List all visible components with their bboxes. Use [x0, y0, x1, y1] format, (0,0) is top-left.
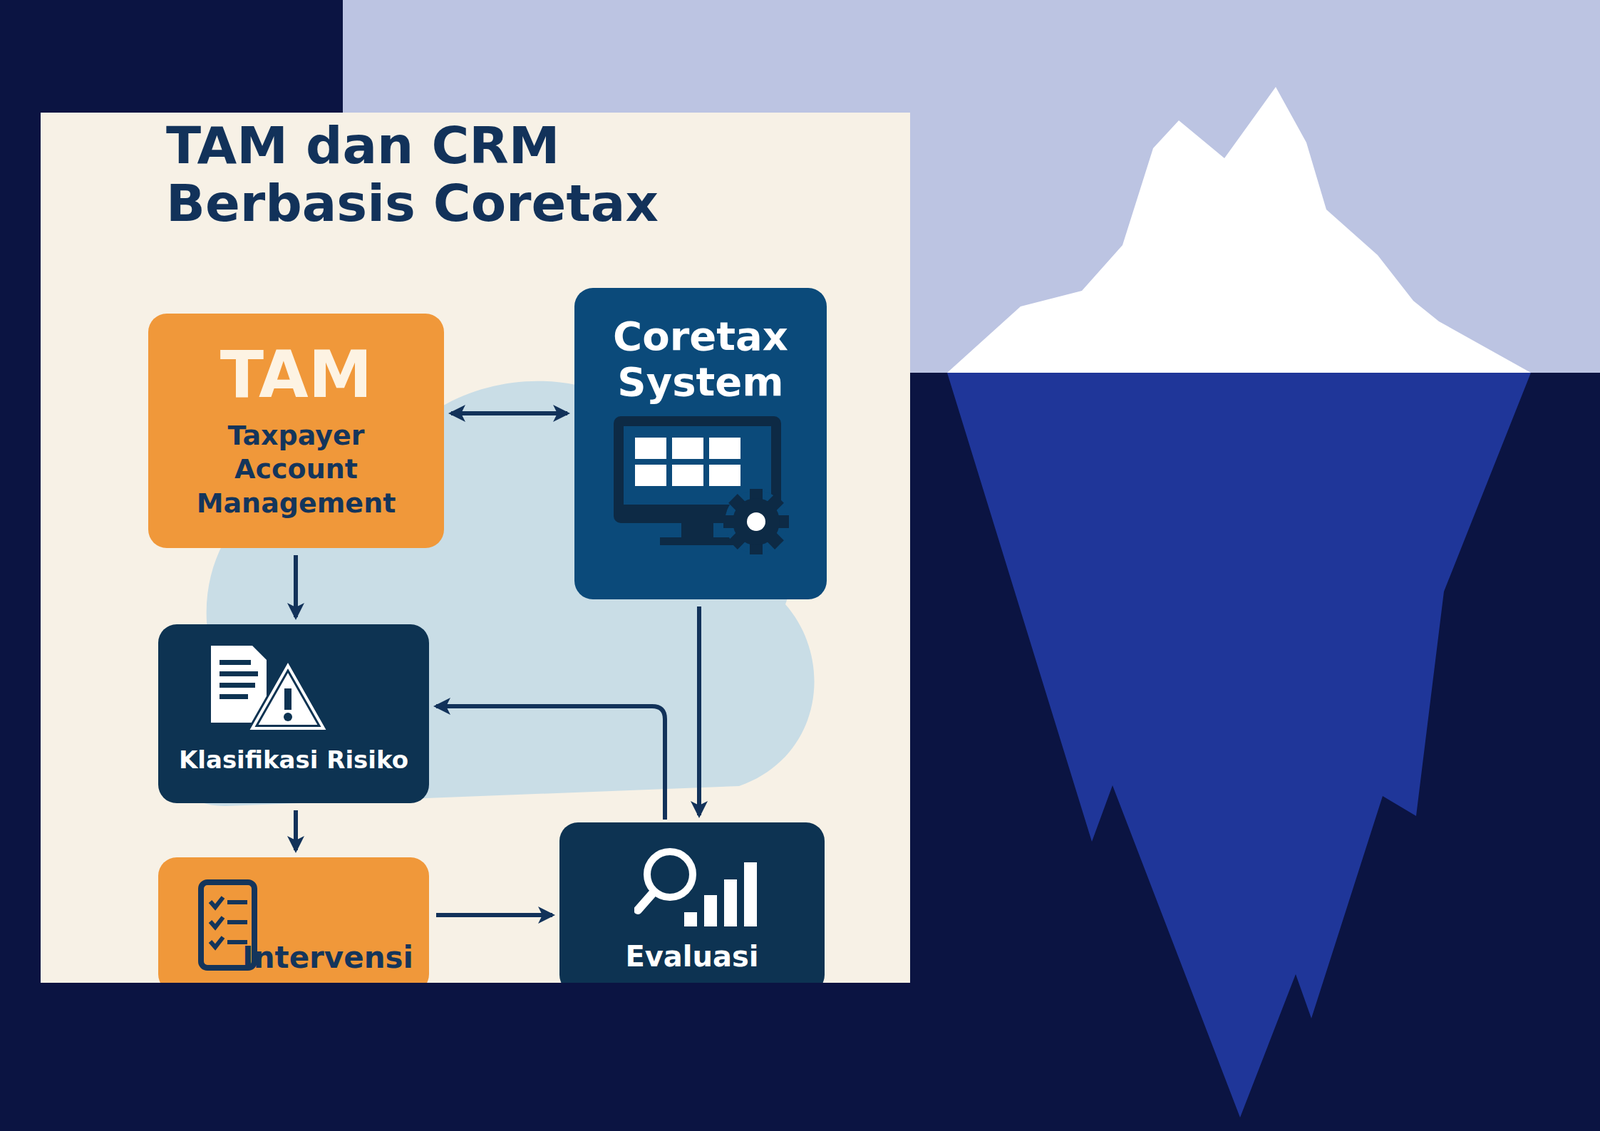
tam-box: TAM Taxpayer Account Management [148, 313, 445, 549]
flow-arrow [293, 555, 298, 618]
flow-arrow [451, 411, 568, 416]
node-label: Klasifikasi Risiko [178, 745, 409, 775]
diagram-title: TAM dan CRM Berbasis Coretax [166, 116, 708, 232]
node-label: Coretax System [588, 313, 813, 406]
document-warning-icon [209, 644, 338, 741]
evaluation-box: Evaluasi [559, 822, 825, 983]
diagram-panel: TAM dan CRM Berbasis Coretax TAM Taxpayer… [40, 112, 911, 983]
flow-arrow [293, 810, 298, 851]
node-label: TAM [220, 341, 373, 410]
node-label: Evaluasi [625, 939, 759, 974]
computer-gear-icon [613, 416, 799, 559]
risk-box: Klasifikasi Risiko [158, 624, 430, 804]
coretax-box: Coretax System [574, 287, 827, 600]
node-subtitle: Taxpayer Account Management [165, 419, 427, 521]
flow-arrow [436, 912, 553, 918]
flow-arrow [697, 606, 702, 816]
iceberg-underwater [947, 372, 1531, 1118]
node-label: Intervensi [242, 940, 414, 976]
search-chart-icon [634, 842, 763, 932]
iceberg-tip [947, 86, 1531, 373]
flow-arrow [436, 706, 665, 820]
intervention-box: Intervensi [158, 857, 430, 983]
